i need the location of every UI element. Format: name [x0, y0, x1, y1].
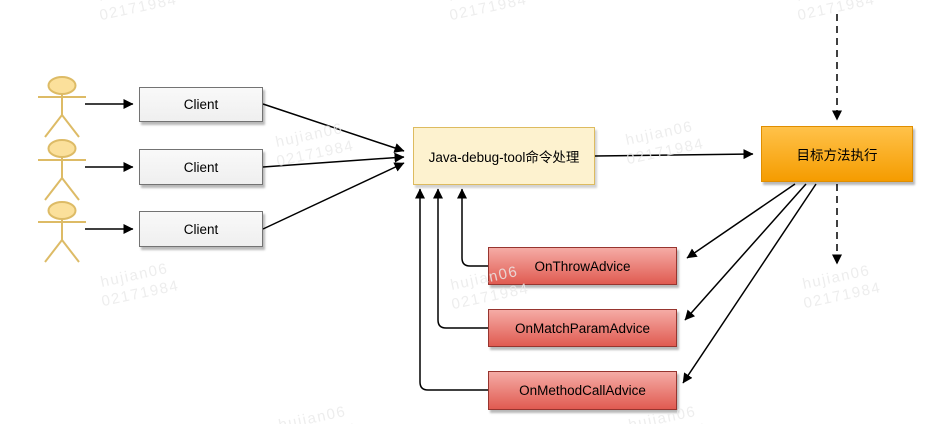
- arrow-client1-processor: [262, 103, 405, 153]
- on-method-call-advice-node: OnMethodCallAdvice: [488, 371, 677, 410]
- client-label: Client: [183, 97, 219, 112]
- on-method-call-advice-label: OnMethodCallAdvice: [519, 383, 646, 398]
- actor-icon: [38, 139, 86, 201]
- client-node-2: Client: [139, 149, 263, 185]
- actor-icon: [38, 76, 86, 138]
- on-match-param-advice-node: OnMatchParamAdvice: [488, 309, 677, 347]
- arrow-target-onthrow: [686, 183, 796, 259]
- arrow-processor-target: [594, 149, 754, 160]
- arrow-client2-processor: [262, 152, 405, 168]
- on-match-param-advice-label: OnMatchParamAdvice: [514, 320, 651, 336]
- arrow-onmethodcall-processor: [415, 188, 488, 391]
- client-label: Client: [183, 221, 219, 237]
- arrow-onthrow-processor: [457, 188, 488, 267]
- client-label: Client: [183, 159, 219, 175]
- arrow-target-onmatchparam: [684, 183, 807, 321]
- client-node-1: Client: [139, 87, 263, 122]
- actor-icon: [38, 201, 86, 263]
- command-processor-label: Java-debug-tool命令处理: [428, 150, 580, 165]
- arrow-target-onmethodcall: [682, 183, 817, 384]
- on-throw-advice-node: OnThrowAdvice: [488, 247, 677, 285]
- arrow-client3-processor: [262, 162, 405, 230]
- target-method-node: 目标方法执行: [761, 126, 913, 182]
- command-processor-node: Java-debug-tool命令处理: [413, 127, 595, 185]
- on-throw-advice-label: OnThrowAdvice: [534, 258, 631, 274]
- client-node-3: Client: [139, 211, 263, 247]
- target-method-label: 目标方法执行: [796, 148, 878, 163]
- arrow-onmatchparam-processor: [433, 188, 488, 329]
